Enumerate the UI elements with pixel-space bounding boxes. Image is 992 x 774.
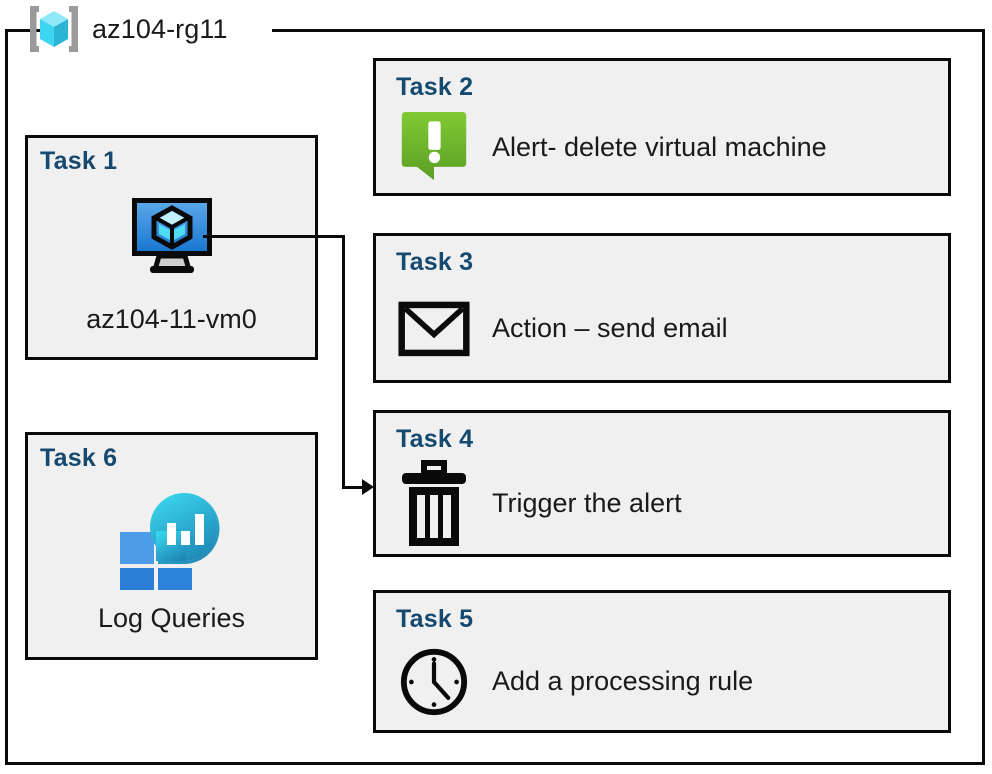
resource-group-header: az104-rg11 — [26, 0, 228, 58]
task-4-text: Trigger the alert — [492, 488, 682, 518]
task-4-label: Task 4 — [396, 425, 474, 453]
task-4-box[interactable]: Task 4 Trigger the alert — [373, 410, 951, 557]
virtual-machine-icon — [28, 194, 315, 278]
alert-bubble-icon — [398, 111, 470, 183]
log-analytics-icon — [28, 487, 315, 591]
task-3-text: Action – send email — [492, 312, 728, 343]
task-1-label: Task 1 — [40, 147, 118, 175]
resource-group-border — [5, 29, 985, 765]
task-5-text: Add a processing rule — [492, 666, 754, 696]
task-5-box[interactable]: Task 5 Add a processing rule — [373, 590, 951, 733]
vm-to-trigger-arrow-icon — [362, 479, 374, 495]
resource-group-border-top-left — [5, 29, 40, 32]
vm-to-trigger-connector-segment-vertical — [342, 235, 345, 488]
vm-to-trigger-connector-segment-horizontal-top — [203, 235, 345, 238]
resource-group-cube-icon — [26, 3, 82, 55]
task-6-label: Task 6 — [40, 444, 118, 472]
task-5-label: Task 5 — [396, 605, 474, 633]
task-6-box[interactable]: Task 6 — [25, 432, 318, 660]
task-1-box[interactable]: Task 1 — [25, 135, 318, 360]
trash-delete-icon — [398, 459, 470, 546]
task-2-box[interactable]: Task 2 Alert- delete virtual machine — [373, 58, 951, 196]
resource-group-border-top-right — [272, 29, 985, 32]
task-1-caption: az104-11-vm0 — [86, 304, 257, 334]
task-2-label: Task 2 — [396, 73, 474, 101]
task-3-label: Task 3 — [396, 248, 474, 276]
task-2-text: Alert- delete virtual machine — [492, 131, 827, 162]
resource-group-title: az104-rg11 — [92, 13, 228, 44]
email-envelope-icon — [398, 292, 470, 364]
vm-to-trigger-connector-segment-horizontal-bottom — [342, 486, 366, 489]
clock-icon — [398, 646, 470, 718]
task-6-caption: Log Queries — [97, 603, 246, 633]
task-3-box[interactable]: Task 3 Action – send email — [373, 233, 951, 383]
